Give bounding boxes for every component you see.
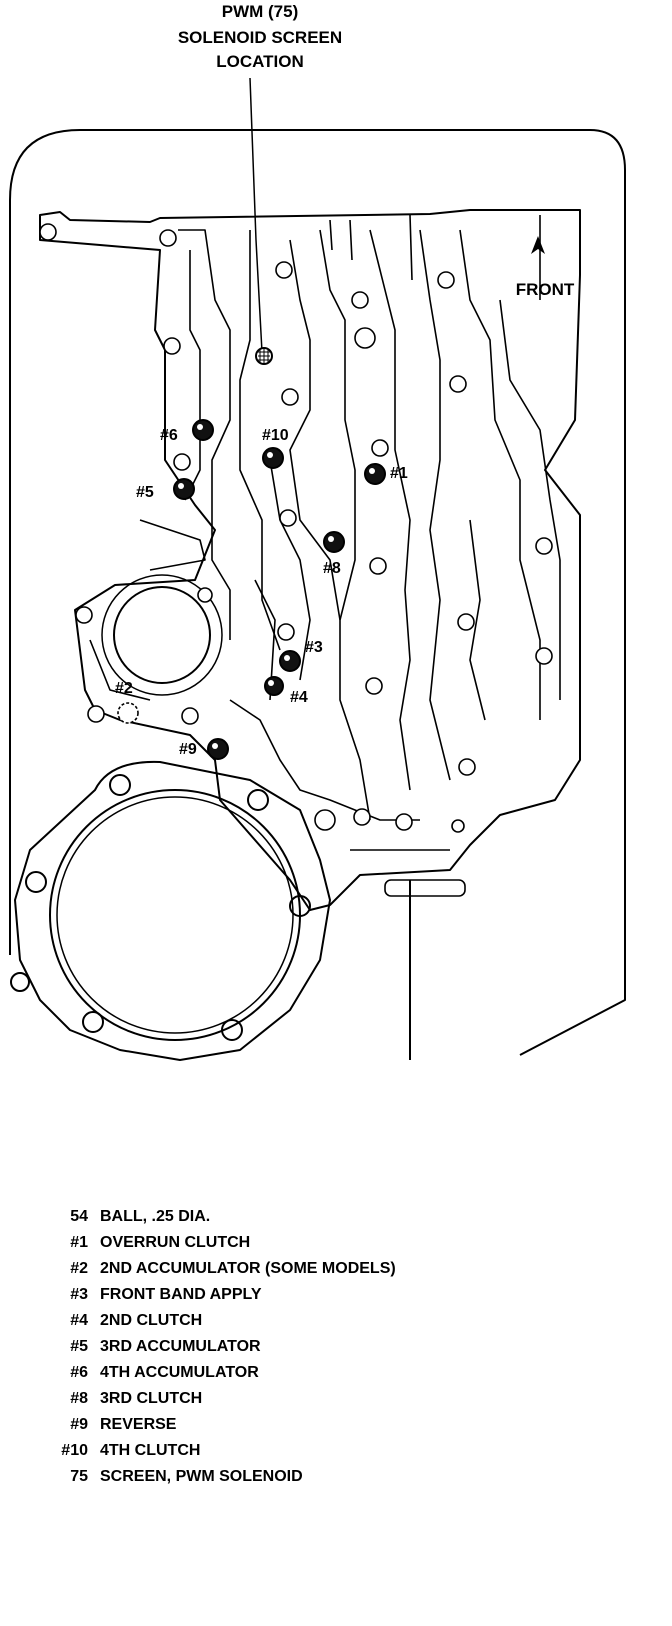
front-label: FRONT [516,280,575,299]
ball-4 [264,676,284,696]
ball-label-1: #1 [390,465,408,482]
ball-2-optional [117,702,139,724]
legend-code: #8 [70,1390,88,1407]
bore-large [113,586,211,684]
legend-row: #4 2ND CLUTCH [0,1312,672,1336]
ball-3 [279,650,301,672]
ball-label-4: #4 [290,689,308,706]
legend-desc: FRONT BAND APPLY [100,1286,262,1303]
legend-code: #5 [70,1338,88,1355]
ball-label-10: #10 [262,427,289,444]
legend-row: #8 3RD CLUTCH [0,1390,672,1414]
legend-row: #3 FRONT BAND APPLY [0,1286,672,1310]
legend-row: #1 OVERRUN CLUTCH [0,1234,672,1258]
front-arrow [531,236,545,254]
legend-row: #2 2ND ACCUMULATOR (SOME MODELS) [0,1260,672,1284]
legend-desc: 3RD ACCUMULATOR [100,1338,261,1355]
ball-label-3: #3 [305,639,323,656]
case-outline [9,129,626,1056]
title-line-2: SOLENOID SCREEN [177,28,343,47]
ball-1 [364,463,386,485]
legend-desc: OVERRUN CLUTCH [100,1234,251,1251]
legend-row: #10 4TH CLUTCH [0,1442,672,1466]
legend-row: #6 4TH ACCUMULATOR [0,1364,672,1388]
ball-10 [262,447,284,469]
legend-code: #4 [70,1312,88,1329]
ball-label-8: #8 [323,560,341,577]
legend-desc: 4TH CLUTCH [100,1442,201,1459]
legend-code: #3 [70,1286,88,1303]
legend-row: 54 BALL, .25 DIA. [0,1208,672,1232]
legend-code: #6 [70,1364,88,1381]
legend-desc: 3RD CLUTCH [100,1390,203,1407]
legend-code: #2 [70,1260,88,1277]
legend-desc: SCREEN, PWM SOLENOID [100,1468,303,1485]
legend-code: #1 [70,1234,88,1251]
ball-label-6: #6 [160,427,178,444]
legend-row: 75 SCREEN, PWM SOLENOID [0,1468,672,1492]
leader-line [249,77,263,353]
ball-6 [192,419,214,441]
legend-code: #10 [61,1442,88,1459]
ball-5 [173,478,195,500]
legend-code: 75 [70,1468,88,1485]
legend-desc: 2ND ACCUMULATOR (SOME MODELS) [100,1260,396,1277]
ball-8 [323,531,345,553]
legend-desc: BALL, .25 DIA. [100,1208,211,1225]
legend-desc: REVERSE [100,1416,177,1433]
legend-row: #9 REVERSE [0,1416,672,1440]
ball-label-5: #5 [136,484,154,501]
plate-outline [39,209,581,911]
title-line-3: LOCATION [216,52,304,71]
ball-label-9: #9 [179,741,197,758]
ball-9 [207,738,229,760]
check-balls [117,347,386,760]
valve-body-diagram: FRONT #6 #5 #10 #1 #8 #3 #4 #2 #9 [9,77,626,1061]
legend-row: #5 3RD ACCUMULATOR [0,1338,672,1362]
servo-cover [14,760,331,1061]
legend-desc: 4TH ACCUMULATOR [100,1364,259,1381]
legend-code: #9 [70,1416,88,1433]
legend-code: 54 [70,1208,88,1225]
legend-desc: 2ND CLUTCH [100,1312,203,1329]
ball-label-2: #2 [115,680,133,697]
title-line-1: PWM (75) [221,2,299,21]
